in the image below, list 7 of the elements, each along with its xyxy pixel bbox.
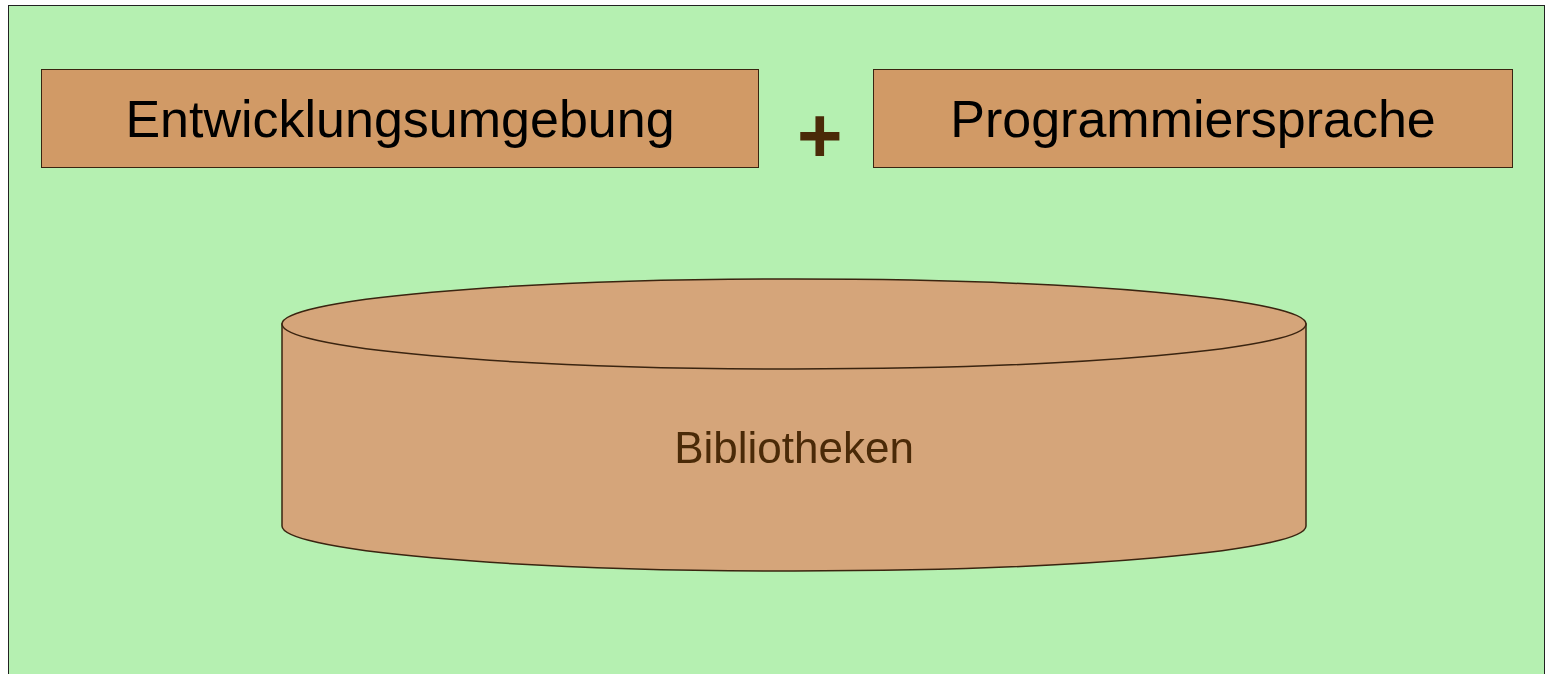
box-label: Programmiersprache [950,88,1436,149]
plus-sign: + [797,96,843,174]
term-box [873,69,1513,168]
box-label: Entwicklungsumgebung [125,88,675,149]
panel-background [8,5,1545,674]
term-box [41,69,759,168]
cylinder-label: Bibliotheken [673,423,915,473]
